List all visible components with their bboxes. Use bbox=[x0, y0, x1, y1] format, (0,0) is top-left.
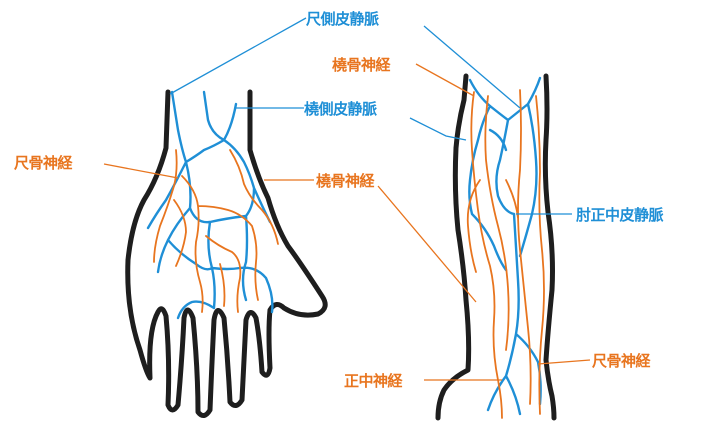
label-ulnar-cutaneous-vein: 尺側皮静脈 bbox=[306, 10, 379, 28]
label-radial-nerve-mid: 橈骨神経 bbox=[316, 172, 374, 190]
label-median-cubital-vein: 肘正中皮静脈 bbox=[576, 206, 663, 224]
label-radial-nerve-top: 橈骨神経 bbox=[332, 56, 390, 74]
label-ulnar-nerve-left: 尺骨神経 bbox=[14, 154, 72, 172]
forearm-outline-left bbox=[438, 76, 469, 418]
leader-radial-nerve-mid bbox=[264, 180, 476, 302]
label-radial-cutaneous-vein: 橈側皮静脈 bbox=[304, 100, 377, 118]
forearm-figure bbox=[438, 76, 554, 418]
forearm-outline-right bbox=[545, 76, 554, 418]
hand-figure bbox=[128, 92, 325, 416]
label-ulnar-nerve-right: 尺骨神経 bbox=[592, 352, 650, 370]
leader-ulnar-nerve-left bbox=[104, 164, 178, 178]
label-median-nerve: 正中神経 bbox=[344, 372, 402, 390]
